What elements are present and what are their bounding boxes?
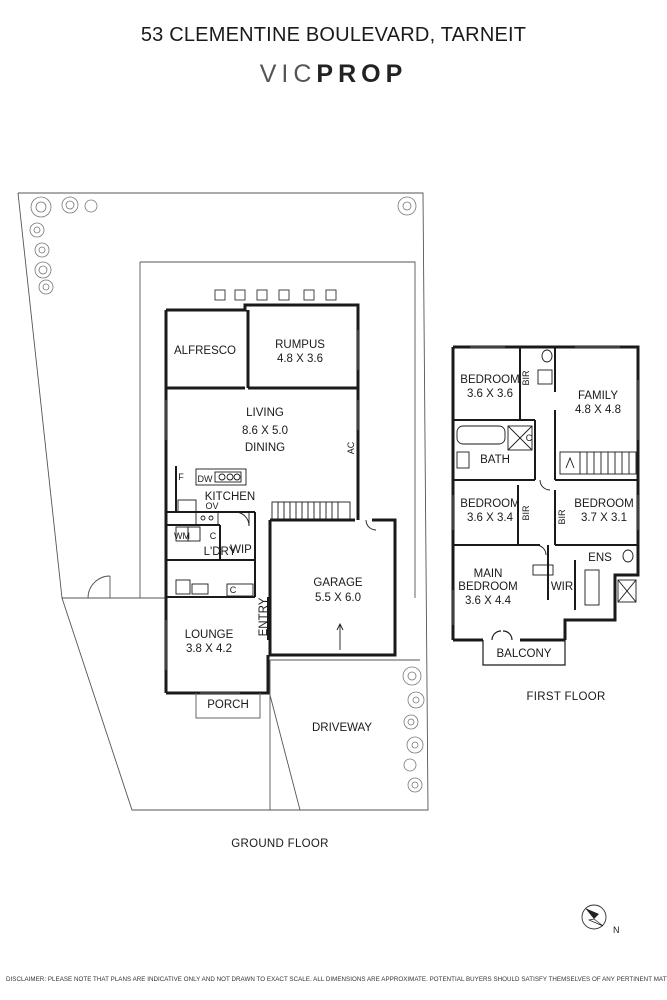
garden-pavers [214,289,337,301]
floor-label-ground: GROUND FLOOR [231,838,329,850]
room-label-living: LIVING [246,407,284,419]
room-label-wip: WIP [230,544,252,556]
room-label-bath: BATH [480,454,510,466]
room-dim-bedroom-1: 3.6 X 3.6 [467,388,513,400]
ground-floor-labels: ALFRESCO RUMPUS 4.8 X 3.6 LIVING 8.6 X 5… [174,339,372,734]
room-dim-family: 4.8 X 4.8 [575,404,621,416]
room-label-alfresco: ALFRESCO [174,345,236,357]
fixture-label-cupboard-lounge: C [230,585,237,595]
brand-logo: VICPROP [0,60,667,89]
room-dim-rumpus: 4.8 X 3.6 [277,353,323,365]
room-label-wir: WIR [551,581,573,593]
room-label-driveway: DRIVEWAY [312,722,372,734]
first-floor-labels: BEDROOM 3.6 X 3.6 FAMILY 4.8 X 4.8 BATH … [458,370,633,660]
room-dim-garage: 5.5 X 6.0 [315,592,361,604]
compass-icon: N [581,904,620,935]
room-dim-living: 8.6 X 5.0 [242,425,288,437]
room-label-rumpus: RUMPUS [275,339,325,351]
room-label-lounge: LOUNGE [185,629,234,641]
brand-logo-light: VIC [259,60,317,88]
fixture-label-cupboard: C [210,531,217,541]
floor-label-first: FIRST FLOOR [526,691,605,703]
brand-logo-bold: PROP [316,60,408,88]
room-label-entry: ENTRY [258,597,270,636]
fixture-label-bir-3: BIR [557,509,567,525]
fixture-label-dishwasher: DW [198,474,213,484]
first-floor-fixtures [456,349,637,606]
room-dim-bedroom-2: 3.6 X 3.4 [467,512,514,524]
fixture-label-ac: AC [346,441,356,454]
room-label-bedroom-2: BEDROOM [460,498,519,510]
room-label-family: FAMILY [578,390,618,402]
room-dim-bedroom-3: 3.7 X 3.1 [581,512,627,524]
site-boundary [17,192,429,811]
room-label-main-bedroom-1: MAIN [474,568,503,580]
fixture-label-linen: C [526,433,533,443]
compass-north-label: N [613,925,620,935]
fixture-label-fridge: F [178,472,184,482]
room-label-laundry: L'DRY [204,546,237,558]
room-label-bedroom-3: BEDROOM [574,498,633,510]
fixture-label-oven: OV [205,501,218,511]
room-dim-lounge: 3.8 X 4.2 [186,643,232,655]
room-label-bedroom-1: BEDROOM [460,374,519,386]
garage-entry-arrow [336,622,344,650]
fixture-label-bir-2: BIR [521,505,531,521]
ground-floor-windows [165,330,359,719]
fixture-label-bir-1: BIR [521,370,531,386]
room-dim-main-bedroom: 3.6 X 4.4 [465,595,512,607]
garden-trees [29,196,425,793]
disclaimer-text: DISCLAIMER: PLEASE NOTE THAT PLANS ARE I… [6,976,667,983]
first-floor-stairs [559,451,637,475]
first-floor-inner-walls [453,347,638,610]
room-label-ens: ENS [588,552,612,564]
room-label-kitchen: KITCHEN [205,491,255,503]
ground-stairs [271,501,351,521]
room-label-main-bedroom-2: BEDROOM [458,581,517,593]
fixture-label-washing-machine: WM [174,531,190,541]
first-floor-windows [452,346,639,625]
kitchen-fixtures [175,468,377,597]
room-label-porch: PORCH [207,699,249,711]
page-title: 53 CLEMENTINE BOULEVARD, TARNEIT [140,24,527,46]
room-label-garage: GARAGE [313,577,363,589]
balcony-outline [482,630,566,666]
room-label-balcony: BALCONY [497,648,552,660]
room-label-dining: DINING [245,442,285,454]
